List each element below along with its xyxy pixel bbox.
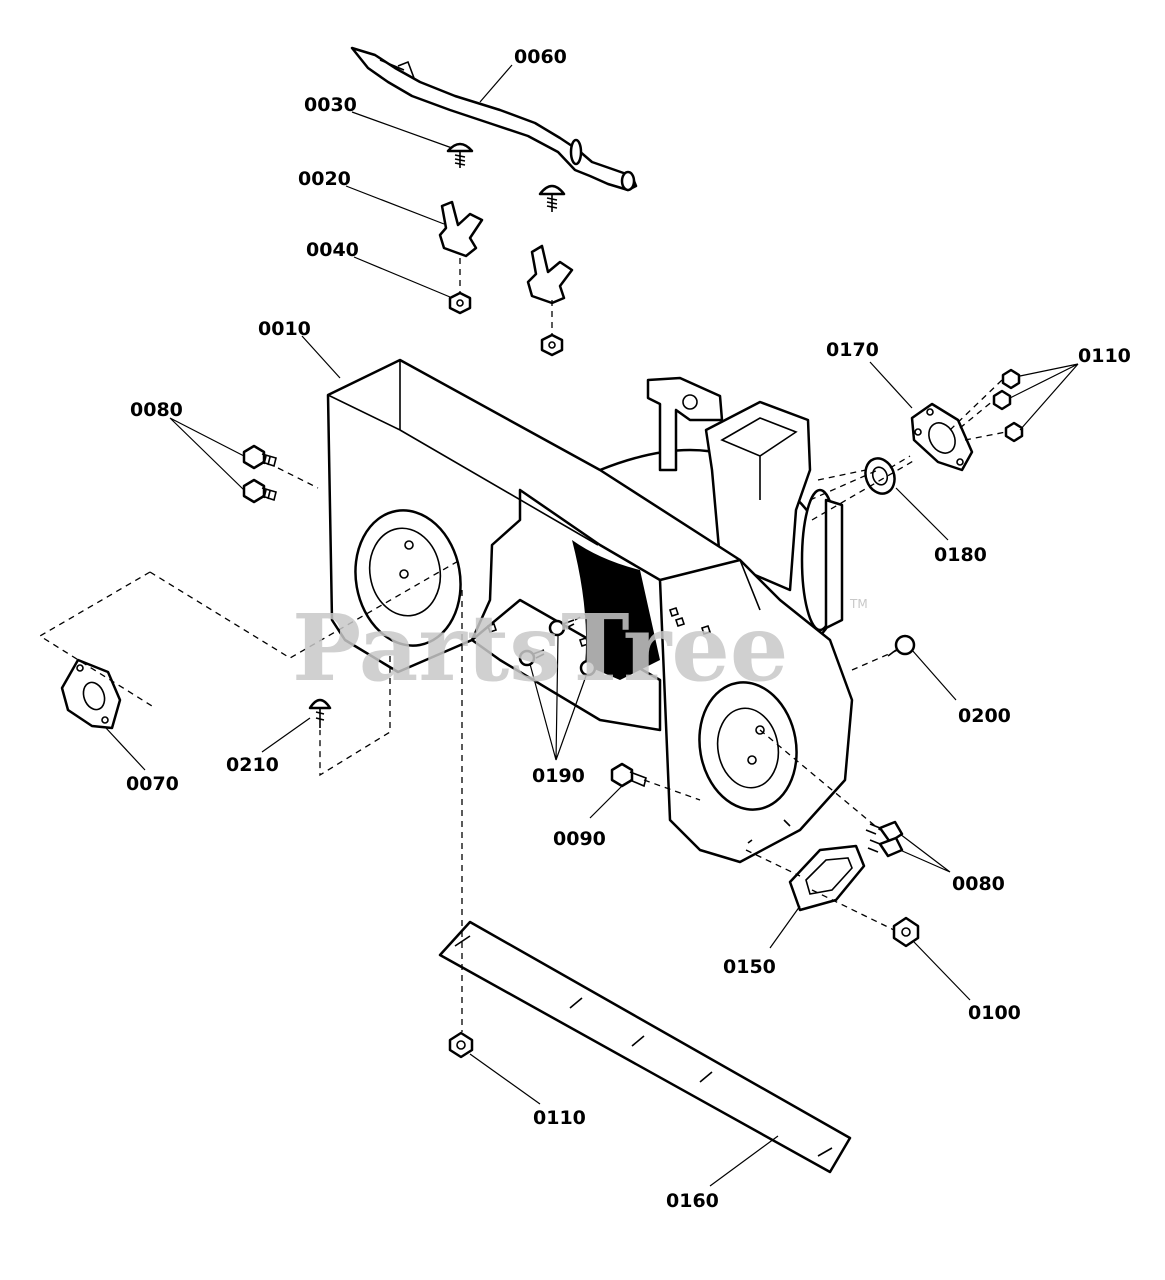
chute-control-rod-part <box>350 46 638 192</box>
callout-0200: 0200 <box>958 705 1011 727</box>
bearing-housing-0150-part <box>788 844 866 912</box>
callout-0110-lower: 0110 <box>533 1107 586 1129</box>
watermark-text: PartsTree <box>292 594 788 702</box>
callout-0080-left: 0080 <box>130 399 183 421</box>
callout-0040: 0040 <box>306 239 359 261</box>
nut-0040-part <box>448 291 472 315</box>
callout-0070: 0070 <box>126 773 179 795</box>
callout-labels: 0060 0030 0020 0040 0010 0080 0170 0110 … <box>126 46 1131 1212</box>
bearing-0180-part <box>864 457 896 495</box>
clip-right-part <box>526 244 574 305</box>
callout-0100: 0100 <box>968 1002 1021 1024</box>
nut-0110-lower-part <box>448 1031 474 1059</box>
nuts-0110-upper-part <box>992 368 1024 443</box>
screw-right-part <box>538 184 566 212</box>
carriage-bolt-0210-part <box>308 698 332 728</box>
watermark: PartsTree TM <box>292 594 868 702</box>
callout-0180: 0180 <box>934 544 987 566</box>
callout-0060: 0060 <box>514 46 567 68</box>
bolts-0080-left-part <box>242 444 277 504</box>
leader-lines <box>105 64 1079 1187</box>
screw-0030-part <box>446 142 474 168</box>
clip-0020-part <box>438 200 484 258</box>
callout-0210: 0210 <box>226 754 279 776</box>
callout-0150: 0150 <box>723 956 776 978</box>
callout-0170: 0170 <box>826 339 879 361</box>
bolts-0190-part <box>518 599 641 677</box>
assembly-dash-lines <box>38 379 1007 1032</box>
bolts-0080-right-part <box>865 820 904 858</box>
callout-0080-right: 0080 <box>952 873 1005 895</box>
callout-0110-upper: 0110 <box>1078 345 1131 367</box>
callout-0160: 0160 <box>666 1190 719 1212</box>
fitting-0200-part <box>887 634 916 657</box>
bolt-0090-part <box>610 762 647 788</box>
callout-0190: 0190 <box>532 765 585 787</box>
nut-right-part <box>540 333 564 357</box>
callout-0010: 0010 <box>258 318 311 340</box>
bearing-flange-0170-part <box>910 402 974 472</box>
scraper-bar-0160-part <box>438 920 852 1174</box>
clip-dash-lines <box>459 258 553 334</box>
callout-0020: 0020 <box>298 168 351 190</box>
callout-0030: 0030 <box>304 94 357 116</box>
nut-0100-part <box>892 916 920 948</box>
auger-housing-part <box>326 358 854 864</box>
callout-0090: 0090 <box>553 828 606 850</box>
watermark-trademark: TM <box>849 597 868 611</box>
bearing-flange-0070-part <box>60 658 122 730</box>
